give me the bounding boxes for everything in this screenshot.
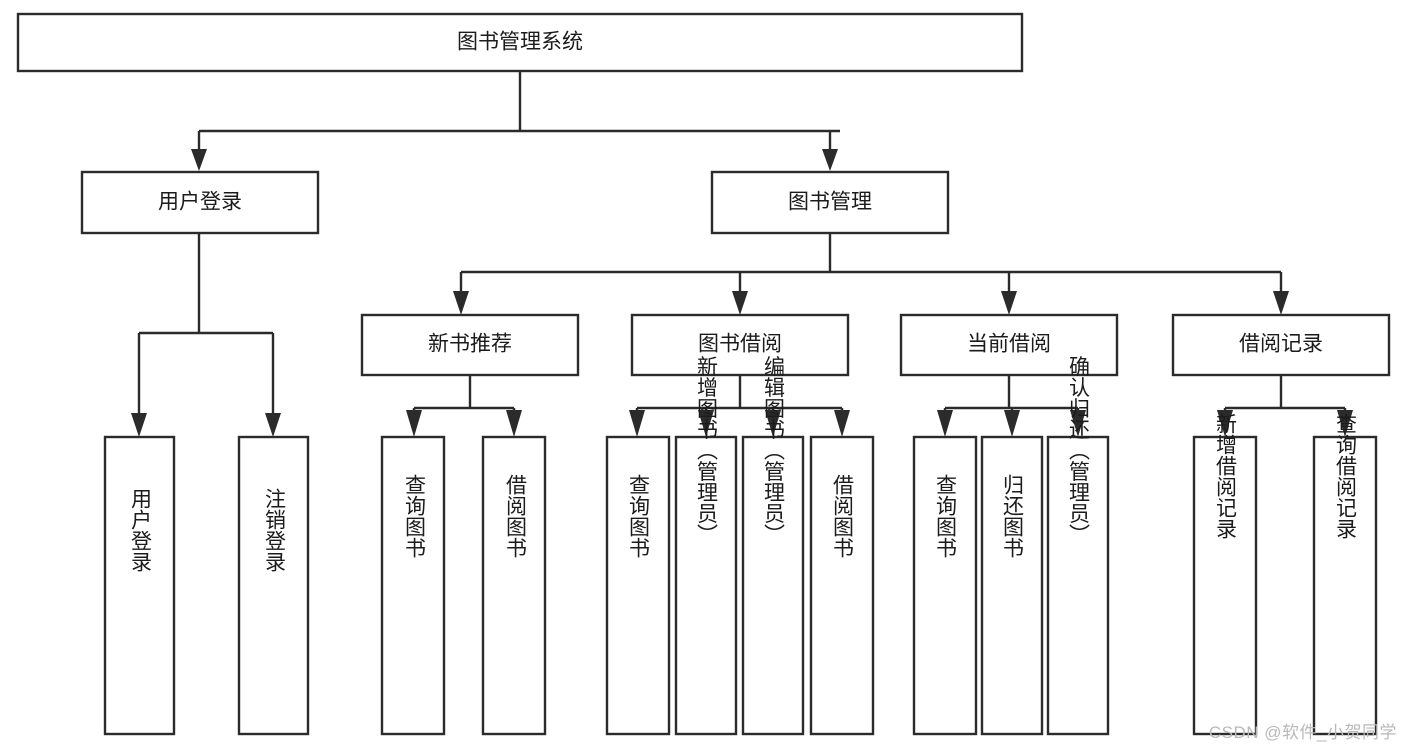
node-current-borrow[interactable]: 当前借阅: [899, 313, 1119, 377]
node-leaf-confirm-return[interactable]: 确认归还（管理员）: [1046, 356, 1110, 736]
node-leaf-add-record-box[interactable]: [1192, 435, 1258, 736]
node-leaf-logout-box[interactable]: [237, 435, 310, 736]
node-leaf-edit-book-box[interactable]: [741, 435, 805, 736]
arrow-user-login-to-leaf-logout: [265, 413, 281, 437]
node-leaf-borrow-book-b-label: 借阅图书: [831, 474, 855, 558]
node-borrow-record-label: 借阅记录: [1239, 333, 1323, 356]
node-leaf-query-book-c-label: 查询图书: [934, 474, 958, 558]
node-leaf-add-book-box[interactable]: [674, 435, 738, 736]
node-root[interactable]: 图书管理系统: [16, 12, 1024, 73]
arrow-book-borrow-to-edit: [765, 410, 781, 437]
node-leaf-add-book-label: 新增图书（管理员）: [695, 356, 719, 545]
node-leaf-logout-label: 注销登录: [263, 488, 287, 572]
node-user-login-box[interactable]: [80, 170, 320, 235]
arrow-book-borrow-to-borrow: [834, 410, 850, 437]
node-leaf-query-record-box[interactable]: [1312, 435, 1378, 736]
node-leaf-add-record[interactable]: 新增借阅记录: [1192, 413, 1258, 736]
node-leaf-borrow-book-b-box[interactable]: [809, 435, 875, 736]
node-leaf-query-record-label: 查询借阅记录: [1334, 413, 1358, 539]
node-root-box[interactable]: [16, 12, 1024, 73]
node-leaf-query-book-c-box[interactable]: [912, 435, 978, 736]
node-leaf-borrow-book-b[interactable]: 借阅图书: [809, 435, 875, 736]
node-leaf-query-book-b[interactable]: 查询图书: [605, 435, 671, 736]
arrow-root-to-user-login: [191, 149, 207, 171]
node-root-label: 图书管理系统: [457, 31, 583, 54]
node-book-manage-box[interactable]: [710, 170, 950, 235]
node-leaf-edit-book-label: 编辑图书（管理员）: [762, 356, 786, 545]
node-leaf-query-book-a-box[interactable]: [380, 435, 446, 736]
node-borrow-record-box[interactable]: [1171, 313, 1391, 377]
arrow-book-manage-to-borrow-record: [1273, 291, 1289, 315]
node-leaf-query-record[interactable]: 查询借阅记录: [1312, 413, 1378, 736]
node-leaf-confirm-return-label: 确认归还（管理员）: [1067, 356, 1091, 545]
node-book-manage-label: 图书管理: [788, 191, 872, 214]
node-new-book-rec-box[interactable]: [360, 313, 580, 377]
csdn-watermark: CSDN @软件_小贺同学: [1208, 723, 1397, 742]
node-leaf-user-login-label: 用户登录: [129, 488, 153, 572]
arrow-book-manage-to-new-book-rec: [453, 291, 469, 315]
arrow-borrow-record-to-query: [1337, 410, 1353, 437]
arrow-new-book-rec-to-query: [406, 410, 422, 437]
connector-layer: [131, 71, 1353, 437]
arrow-current-borrow-to-query: [937, 410, 953, 437]
node-book-borrow-box[interactable]: [630, 313, 850, 377]
node-book-borrow-label: 图书借阅: [698, 333, 782, 356]
node-leaf-query-book-a[interactable]: 查询图书: [380, 435, 446, 736]
node-new-book-rec-label: 新书推荐: [428, 333, 512, 356]
node-leaf-query-book-b-box[interactable]: [605, 435, 671, 736]
node-leaf-borrow-book-a[interactable]: 借阅图书: [481, 435, 547, 736]
node-leaf-query-book-c[interactable]: 查询图书: [912, 435, 978, 736]
node-leaf-add-book[interactable]: 新增图书（管理员）: [674, 356, 738, 736]
node-current-borrow-label: 当前借阅: [967, 333, 1051, 356]
node-leaf-query-book-a-label: 查询图书: [403, 474, 427, 558]
node-leaf-edit-book[interactable]: 编辑图书（管理员）: [741, 356, 805, 736]
node-leaf-logout[interactable]: 注销登录: [237, 435, 310, 736]
arrow-book-manage-to-current-borrow: [1001, 291, 1017, 315]
node-leaf-borrow-book-a-label: 借阅图书: [504, 474, 528, 558]
node-leaf-return-book-label: 归还图书: [1001, 474, 1025, 558]
node-leaf-return-book-box[interactable]: [980, 435, 1044, 736]
node-leaf-borrow-book-a-box[interactable]: [481, 435, 547, 736]
node-leaf-add-record-label: 新增借阅记录: [1214, 413, 1238, 539]
arrow-new-book-rec-to-borrow: [506, 410, 522, 437]
node-user-login[interactable]: 用户登录: [80, 170, 320, 235]
node-layer: 图书管理系统 用户登录 图书管理 新书推荐 图书借阅: [16, 12, 1391, 736]
arrow-book-manage-to-book-borrow: [732, 291, 748, 315]
arrow-current-borrow-to-confirm: [1070, 410, 1086, 437]
node-book-borrow[interactable]: 图书借阅: [630, 313, 850, 377]
arrow-book-borrow-to-add: [698, 410, 714, 437]
arrow-root-to-book-manage: [822, 149, 838, 171]
arrow-current-borrow-to-return: [1004, 410, 1020, 437]
node-user-login-label: 用户登录: [158, 191, 242, 214]
arrow-borrow-record-to-add: [1217, 410, 1233, 437]
arrow-user-login-to-leaf-login: [131, 413, 147, 437]
node-leaf-query-book-b-label: 查询图书: [627, 474, 651, 558]
node-leaf-user-login[interactable]: 用户登录: [103, 435, 176, 736]
node-current-borrow-box[interactable]: [899, 313, 1119, 377]
arrow-book-borrow-to-query: [629, 410, 645, 437]
node-borrow-record[interactable]: 借阅记录: [1171, 313, 1391, 377]
node-book-manage[interactable]: 图书管理: [710, 170, 950, 235]
node-leaf-user-login-box[interactable]: [103, 435, 176, 736]
node-new-book-rec[interactable]: 新书推荐: [360, 313, 580, 377]
node-leaf-return-book[interactable]: 归还图书: [980, 435, 1044, 736]
node-leaf-confirm-return-box[interactable]: [1046, 435, 1110, 736]
